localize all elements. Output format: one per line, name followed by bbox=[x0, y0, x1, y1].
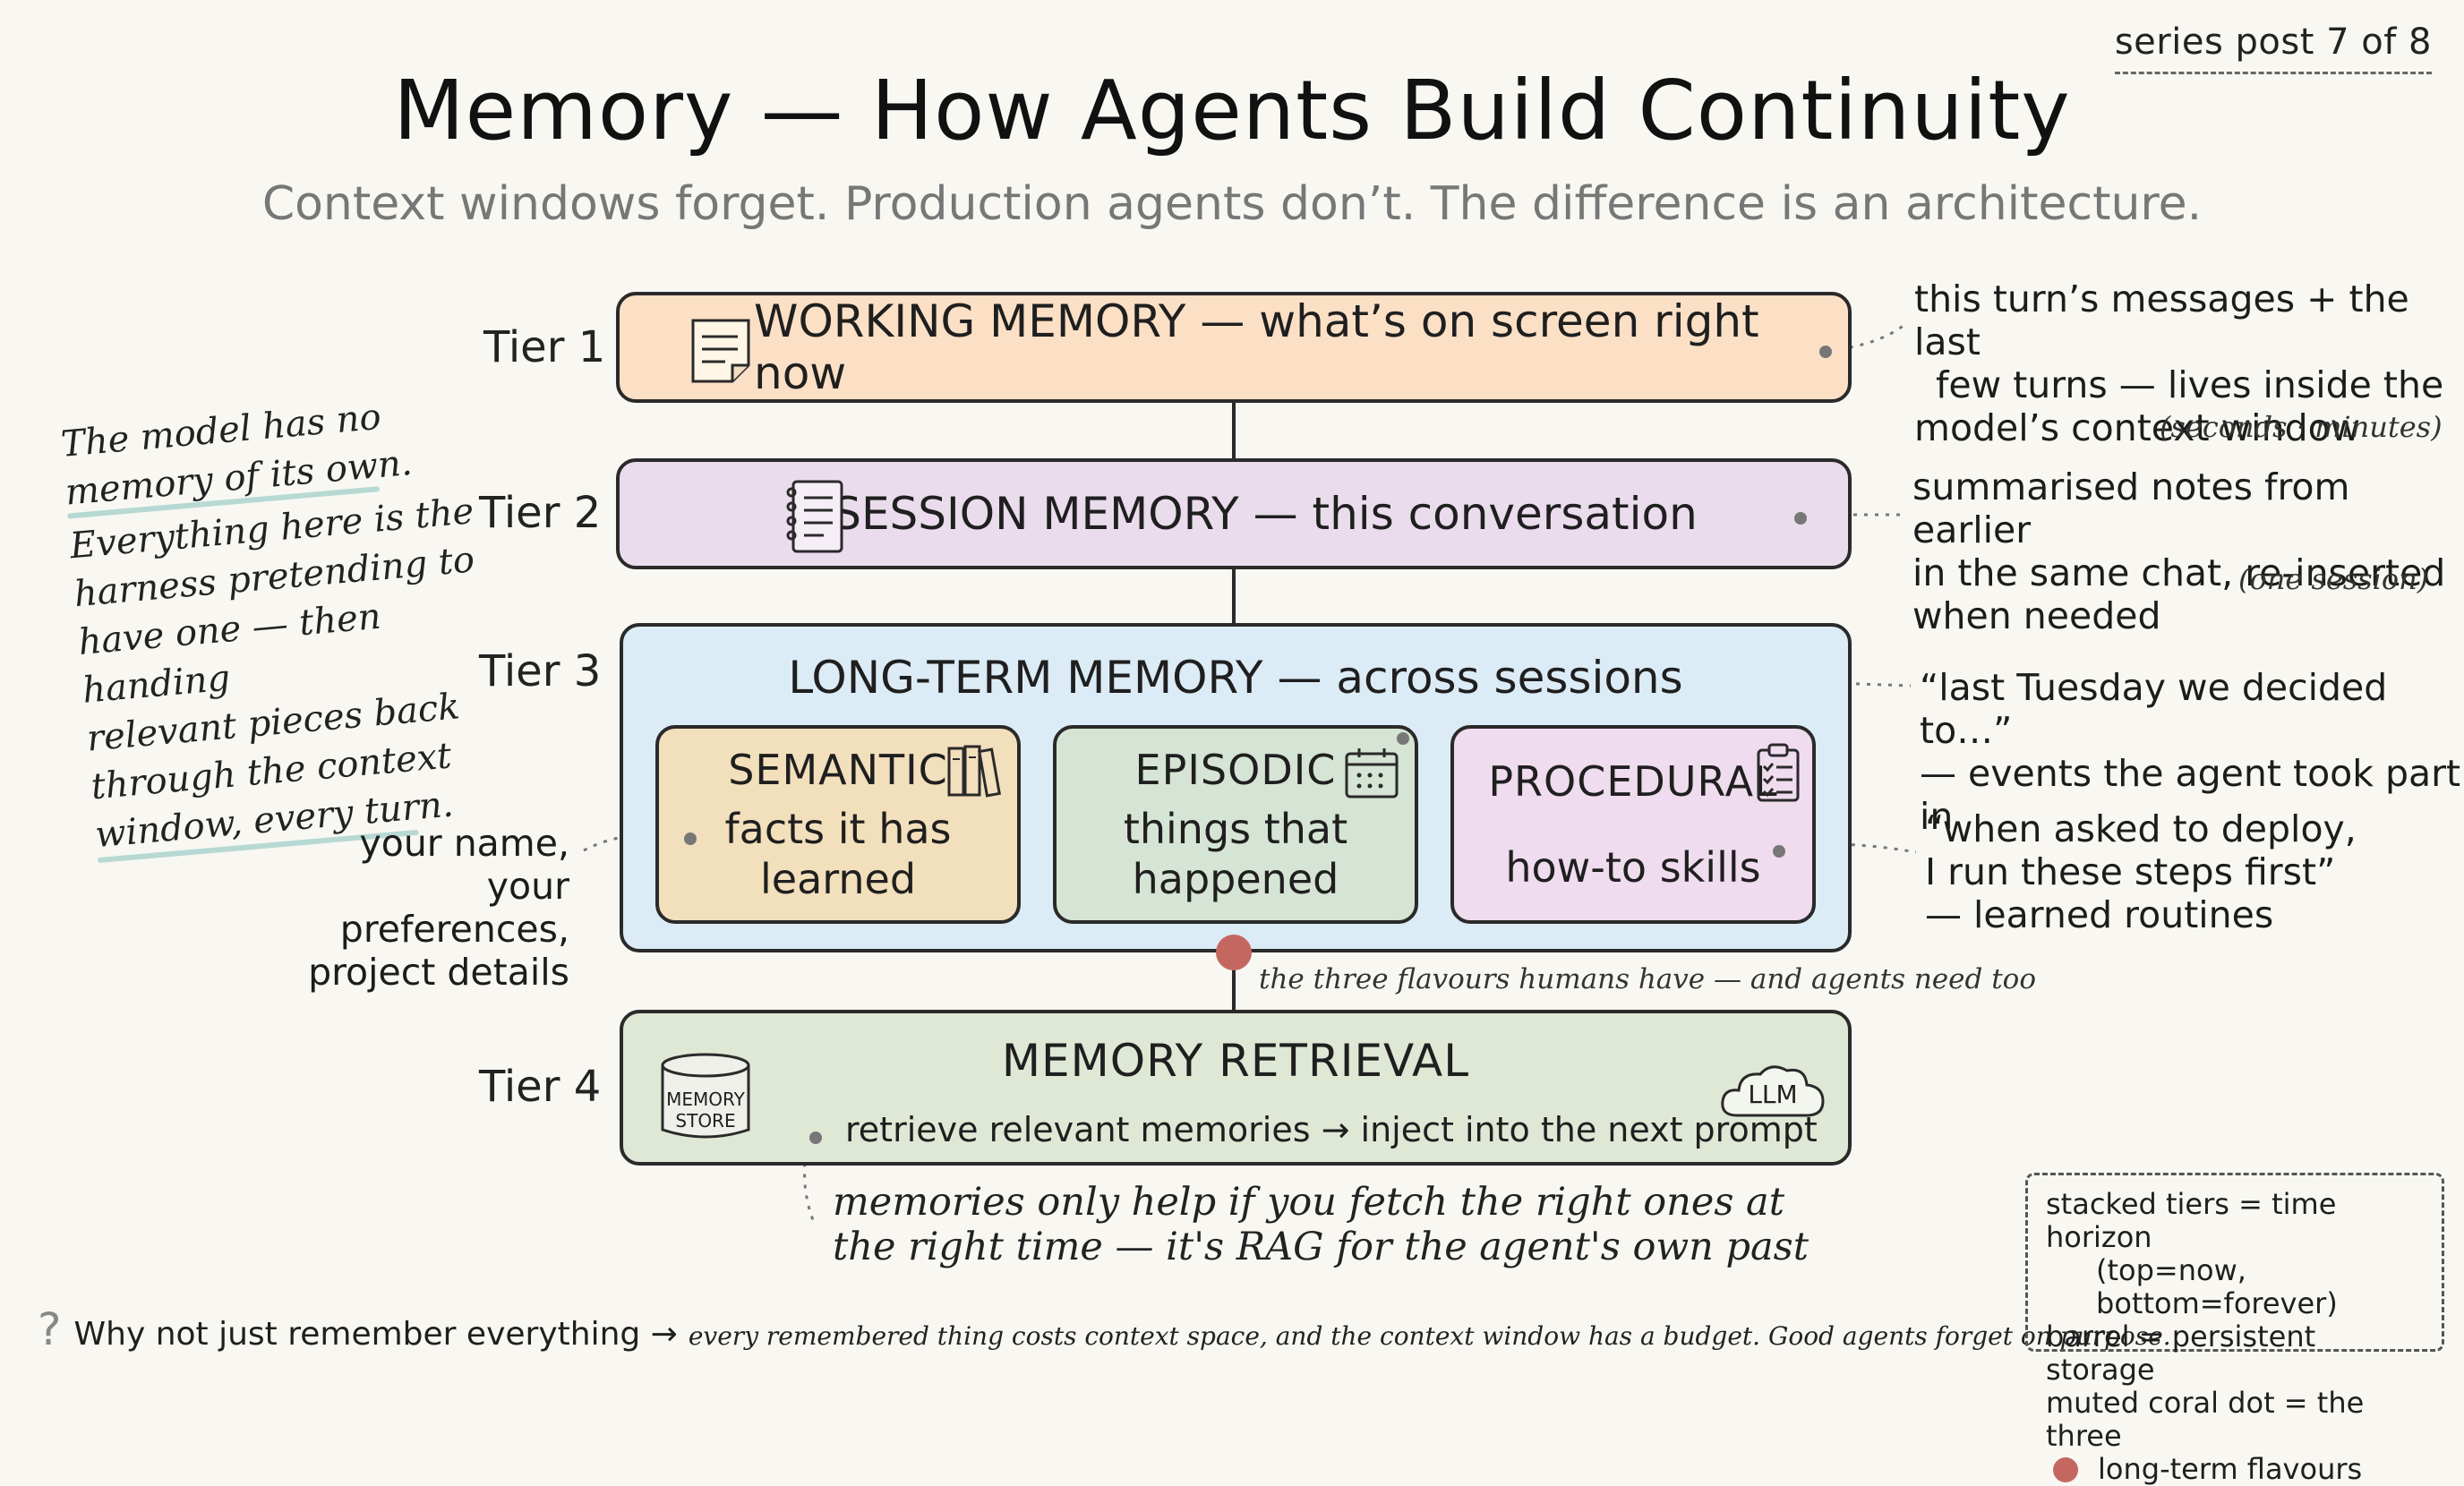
page-subtitle: Context windows forget. Production agent… bbox=[261, 177, 2203, 231]
tier-1-text: WORKING MEMORY — what’s on screen right … bbox=[754, 295, 1759, 399]
sticky-note-icon bbox=[691, 319, 750, 383]
coral-dot bbox=[1216, 935, 1252, 970]
episodic-title: EPISODIC bbox=[1134, 746, 1337, 794]
procedural-note-line-2: I run these steps first” bbox=[1925, 850, 2336, 893]
tier-2-label: Tier 2 bbox=[479, 488, 602, 538]
episodic-note-line-1: “last Tuesday we decided to…” bbox=[1920, 666, 2388, 752]
tier-1-working-memory: WORKING MEMORY — what’s on screen right … bbox=[616, 292, 1852, 403]
legend-line-5-row: long-term flavours bbox=[2046, 1453, 2424, 1486]
tier-1-note-line-3: model’s context window bbox=[1914, 406, 2361, 449]
tier-3-long-term-memory: LONG-TERM MEMORY — across sessions SEMAN… bbox=[620, 623, 1852, 952]
llm-cloud: LLM bbox=[1717, 1060, 1828, 1124]
tier-1-label: Tier 1 bbox=[483, 322, 606, 372]
flavour-caption: the three flavours humans have — and age… bbox=[1259, 963, 2036, 995]
tier-2-time-horizon: (one session) bbox=[2238, 562, 2429, 596]
procedural-note-line-1: “when asked to deploy, bbox=[1925, 807, 2357, 850]
tier-2-session-memory: SESSION MEMORY — this conversation bbox=[616, 458, 1852, 569]
tier-1-note-line-1: this turn’s messages + the last bbox=[1914, 278, 2409, 363]
footer-answer-text: every remembered thing costs context spa… bbox=[688, 1321, 2171, 1351]
episodic-memory-card: EPISODIC things that happened bbox=[1053, 725, 1418, 924]
episodic-desc-line-1: things that bbox=[1123, 805, 1348, 853]
memory-store-line-1: MEMORY bbox=[666, 1089, 745, 1110]
legend-coral-dot bbox=[2053, 1456, 2078, 1482]
episodic-dot bbox=[1397, 732, 1409, 745]
left-note: The model has no memory of its own. Ever… bbox=[59, 384, 517, 864]
episodic-desc-line-2: happened bbox=[1132, 855, 1339, 903]
procedural-note: “when asked to deploy, I run these steps… bbox=[1925, 807, 2357, 936]
llm-label: LLM bbox=[1748, 1080, 1798, 1109]
retrieval-flow-text: retrieve relevant memories → inject into… bbox=[845, 1110, 1818, 1149]
procedural-memory-card: PROCEDURAL how-to skills bbox=[1450, 725, 1816, 924]
semantic-title: SEMANTIC bbox=[728, 746, 948, 794]
legend-line-5: long-term flavours bbox=[2098, 1452, 2363, 1486]
memory-store-barrel: MEMORY STORE bbox=[657, 1051, 754, 1144]
tier-3-label: Tier 3 bbox=[479, 646, 602, 696]
tier-2-note-line-1: summarised notes from earlier bbox=[1912, 465, 2350, 551]
retrieval-note-line-1: memories only help if you fetch the righ… bbox=[833, 1180, 1784, 1225]
tier-2-note-line-2: in the same chat, re-inserted bbox=[1912, 551, 2446, 594]
legend-line-1: stacked tiers = time horizon bbox=[2046, 1187, 2337, 1254]
procedural-dot bbox=[1773, 845, 1785, 858]
semantic-note-line-2: your preferences, bbox=[339, 865, 569, 951]
tier-4-label: Tier 4 bbox=[479, 1062, 602, 1112]
question-mark-icon: ? bbox=[38, 1303, 62, 1355]
semantic-note-line-1: your name, bbox=[359, 822, 569, 865]
series-tag: series post 7 of 8 bbox=[2114, 21, 2432, 74]
legend-line-2: (top=now, bottom=forever) bbox=[2096, 1253, 2338, 1320]
tier-1-note: this turn’s messages + the last few turn… bbox=[1914, 278, 2464, 449]
procedural-note-line-3: — learned routines bbox=[1925, 893, 2274, 936]
semantic-desc-line-2: learned bbox=[759, 855, 917, 903]
tier-3-heading: LONG-TERM MEMORY — across sessions bbox=[788, 652, 1683, 704]
legend-line-4: muted coral dot = the three bbox=[2046, 1386, 2365, 1453]
legend-box: stacked tiers = time horizon (top=now, b… bbox=[2025, 1173, 2444, 1486]
tier-1-dot bbox=[1819, 346, 1832, 358]
episodic-note: “last Tuesday we decided to…” — events t… bbox=[1920, 666, 2464, 838]
tier-4-heading: MEMORY RETRIEVAL bbox=[1001, 1035, 1470, 1087]
page-title: Memory — How Agents Build Continuity bbox=[393, 63, 2071, 158]
semantic-note: your name, your preferences, project det… bbox=[269, 822, 569, 994]
leader-t1 bbox=[1827, 322, 1906, 353]
legend-line-3: barrel = persistent storage bbox=[2046, 1319, 2316, 1387]
semantic-desc-line-1: facts it has bbox=[724, 805, 952, 853]
retrieval-dot bbox=[809, 1132, 822, 1144]
notebook-icon bbox=[786, 480, 843, 553]
semantic-memory-card: SEMANTIC facts it has learned bbox=[655, 725, 1021, 924]
retrieval-note-line-2: the right time — it's RAG for the agent'… bbox=[833, 1225, 1810, 1269]
memory-store-label: MEMORY STORE bbox=[657, 1089, 754, 1132]
semantic-note-line-3: project details bbox=[308, 951, 569, 994]
tier-2-note: summarised notes from earlier in the sam… bbox=[1912, 465, 2464, 637]
clipboard-checklist-icon bbox=[1757, 743, 1800, 802]
books-icon bbox=[947, 745, 1001, 798]
footer-question: ? Why not just remember everything → eve… bbox=[38, 1303, 2171, 1355]
tier-1-note-line-2: few turns — lives inside the bbox=[1936, 363, 2444, 406]
cloud-icon bbox=[1721, 1065, 1825, 1117]
memory-store-line-2: STORE bbox=[675, 1110, 736, 1132]
tier-2-dot bbox=[1794, 512, 1807, 525]
barrel-icon bbox=[661, 1053, 750, 1139]
tier-2-note-line-3: when needed bbox=[1912, 594, 2161, 637]
semantic-dot bbox=[684, 833, 697, 845]
procedural-title: PROCEDURAL bbox=[1488, 757, 1778, 806]
retrieval-note: memories only help if you fetch the righ… bbox=[833, 1180, 1809, 1269]
footer-question-text: Why not just remember everything → bbox=[73, 1316, 678, 1353]
tier-1-time-horizon: (seconds · minutes) bbox=[2160, 410, 2443, 444]
tier-2-text: SESSION MEMORY — this conversation bbox=[833, 488, 1698, 540]
procedural-desc-line-1: how-to skills bbox=[1505, 843, 1761, 892]
episodic-note-line-2: — events the agent took part in bbox=[1920, 752, 2461, 838]
calendar-icon bbox=[1345, 748, 1399, 799]
tier-4-memory-retrieval: MEMORY RETRIEVAL MEMORY STORE LLM retrie… bbox=[620, 1010, 1852, 1166]
